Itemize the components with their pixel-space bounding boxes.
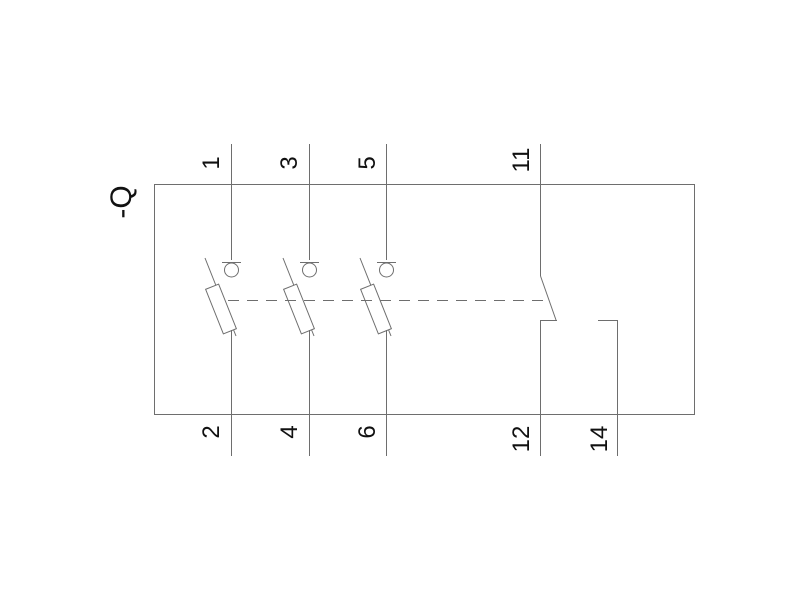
terminal-label-2: 2 bbox=[198, 425, 225, 438]
terminal-label-1: 1 bbox=[198, 156, 225, 169]
device-reference-label: -Q bbox=[105, 185, 138, 218]
device-outline bbox=[154, 184, 695, 415]
terminal-label-6: 6 bbox=[354, 425, 381, 438]
trip-element bbox=[282, 283, 316, 335]
thermal-release-circle bbox=[379, 262, 394, 278]
main-contact-pole-5 bbox=[359, 144, 396, 456]
terminal-label-14: 14 bbox=[586, 426, 613, 453]
terminal-label-4: 4 bbox=[276, 425, 303, 438]
main-contact-pole-3 bbox=[282, 144, 319, 456]
trip-element bbox=[204, 283, 238, 335]
terminal-label-5: 5 bbox=[354, 156, 381, 169]
terminal-label-12: 12 bbox=[508, 426, 535, 453]
thermal-release-circle bbox=[302, 262, 317, 278]
main-contact-pole-1 bbox=[204, 144, 241, 456]
auxiliary-contact bbox=[540, 144, 618, 456]
terminal-label-3: 3 bbox=[276, 156, 303, 169]
thermal-release-circle bbox=[224, 262, 239, 278]
trip-element bbox=[359, 283, 393, 335]
terminal-label-11: 11 bbox=[508, 148, 535, 173]
